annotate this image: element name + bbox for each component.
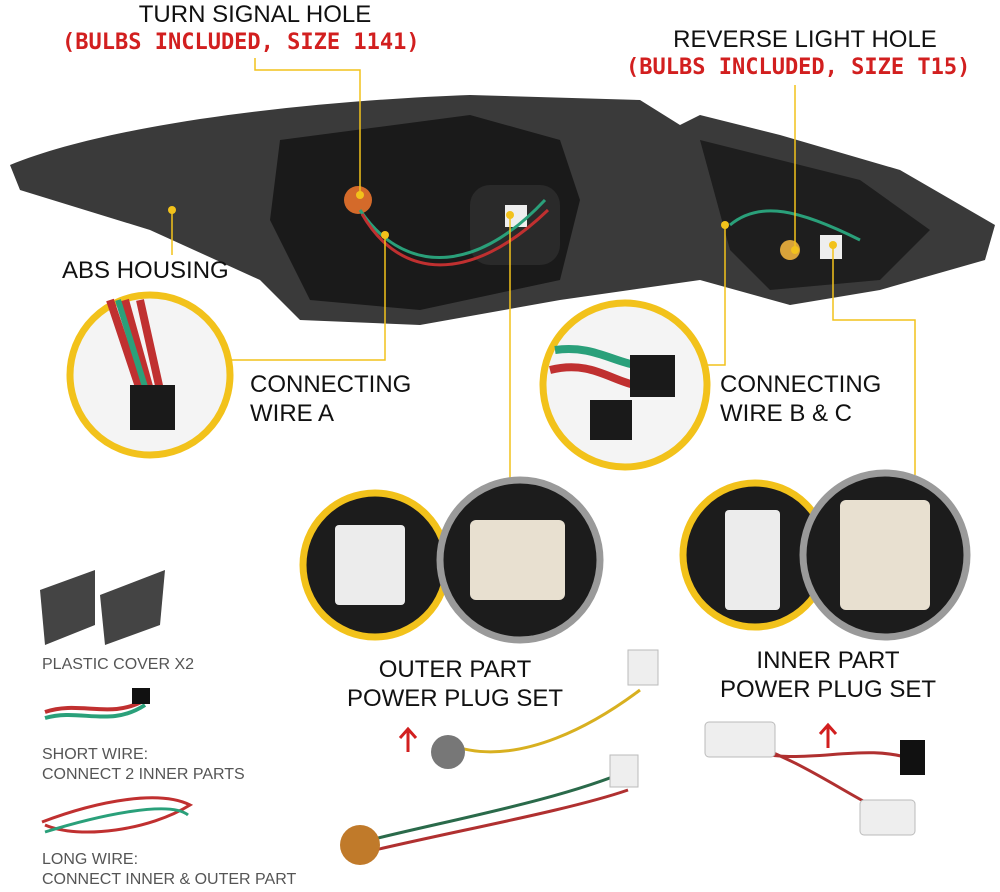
inner-line1: INNER PART bbox=[756, 647, 900, 674]
wire-bc-label: CONNECTING WIRE B & C bbox=[720, 370, 881, 428]
outer-plug-harness bbox=[340, 649, 659, 865]
wire-a-line2: WIRE A bbox=[250, 400, 335, 427]
inner-plug-harness bbox=[704, 721, 925, 836]
short-wire-line1: SHORT WIRE: bbox=[42, 746, 149, 763]
inner-line2: POWER PLUG SET bbox=[719, 676, 937, 703]
callout-lines bbox=[171, 58, 916, 480]
arrow-up-icon bbox=[398, 726, 418, 752]
long-wire-label: LONG WIRE: CONNECT INNER & OUTER PART bbox=[42, 850, 296, 890]
callout-dots bbox=[168, 191, 837, 254]
reverse-light-title: REVERSE LIGHT HOLE bbox=[673, 26, 937, 53]
outer-plug-closeups bbox=[299, 476, 604, 644]
inner-plug-closeups bbox=[679, 469, 971, 641]
long-wire-image bbox=[41, 796, 194, 834]
short-wire-line2: CONNECT 2 INNER PARTS bbox=[42, 766, 245, 783]
plastic-cover-label: PLASTIC COVER X2 bbox=[42, 656, 195, 673]
turn-signal-note: (BULBS INCLUDED, SIZE 1141) bbox=[62, 30, 420, 55]
short-wire-label: SHORT WIRE: CONNECT 2 INNER PARTS bbox=[42, 745, 245, 785]
outer-line2: POWER PLUG SET bbox=[346, 685, 564, 712]
abs-housing-label: ABS HOUSING bbox=[62, 257, 229, 284]
inner-part-label: INNER PART POWER PLUG SET bbox=[703, 646, 953, 704]
long-wire-line1: LONG WIRE: bbox=[42, 851, 139, 868]
plastic-covers-image bbox=[40, 570, 165, 645]
tail-light-housing bbox=[10, 95, 995, 325]
outer-part-label: OUTER PART POWER PLUG SET bbox=[330, 655, 580, 713]
turn-signal-title: TURN SIGNAL HOLE bbox=[138, 1, 372, 28]
wire-a-closeup bbox=[66, 291, 234, 459]
outer-line1: OUTER PART bbox=[378, 656, 532, 683]
wire-a-label: CONNECTING WIRE A bbox=[250, 370, 411, 428]
wire-a-line1: CONNECTING bbox=[250, 371, 412, 398]
wire-bc-line2: WIRE B & C bbox=[720, 400, 853, 427]
wire-bc-line1: CONNECTING bbox=[720, 371, 882, 398]
short-wire-image bbox=[44, 688, 150, 720]
long-wire-line2: CONNECT INNER & OUTER PART bbox=[42, 871, 297, 888]
arrow-up-icon bbox=[818, 722, 838, 748]
wire-bc-closeup bbox=[539, 299, 711, 471]
reverse-light-note: (BULBS INCLUDED, SIZE T15) bbox=[626, 55, 971, 80]
